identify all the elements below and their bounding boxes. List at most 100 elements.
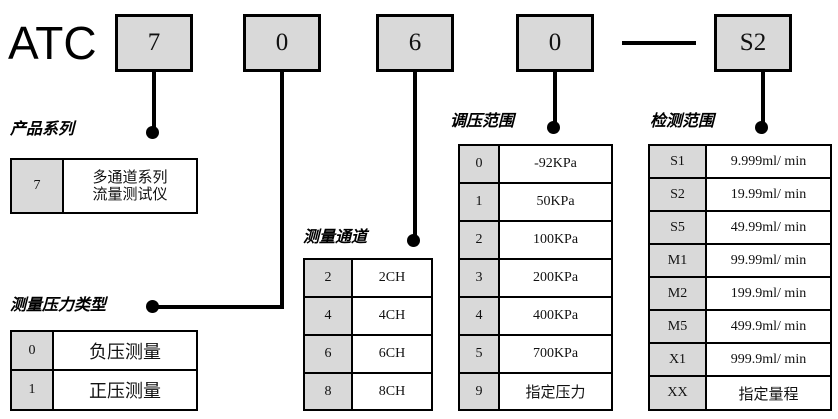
table-row: M1 99.99ml/ min <box>650 245 830 278</box>
caption-pressure-range: 调压范围 <box>450 111 515 130</box>
caption-detection-range: 检测范围 <box>650 111 715 130</box>
row-code: 4 <box>305 298 353 334</box>
legend-table-pressure-type: 0 负压测量 1 正压测量 <box>10 330 198 411</box>
leader-line-pressure-type-vertical <box>280 71 284 309</box>
leader-line-pressure-type-horizontal <box>152 305 284 309</box>
caption-product-series: 产品系列 <box>10 119 75 138</box>
table-row: 3 200KPa <box>460 260 611 298</box>
table-row: 4 400KPa <box>460 298 611 336</box>
row-desc: 700KPa <box>500 336 611 372</box>
row-desc: 200KPa <box>500 260 611 296</box>
row-code: 5 <box>460 336 500 372</box>
code-box-pressure-range[interactable]: 0 <box>516 14 594 72</box>
row-desc: 100KPa <box>500 222 611 258</box>
row-code: 3 <box>460 260 500 296</box>
row-code: 0 <box>12 332 54 369</box>
row-code: 9 <box>460 374 500 409</box>
row-code: M2 <box>650 278 707 309</box>
row-code: 6 <box>305 336 353 372</box>
code-box-series-value: 7 <box>147 29 161 56</box>
row-desc: 19.99ml/ min <box>707 179 830 210</box>
legend-table-product-series: 7 多通道系列 流量测试仪 <box>10 158 198 214</box>
code-box-pressure-type-value: 0 <box>275 29 289 56</box>
row-desc: 负压测量 <box>54 332 196 369</box>
leader-dot-series <box>146 126 159 139</box>
row-desc: 4CH <box>353 298 431 334</box>
row-desc: 99.99ml/ min <box>707 245 830 276</box>
table-row: S5 49.99ml/ min <box>650 212 830 245</box>
code-box-pressure-range-value: 0 <box>548 29 562 56</box>
row-code: S2 <box>650 179 707 210</box>
leader-line-detection-range <box>761 71 765 128</box>
code-box-channel-value: 6 <box>408 29 422 56</box>
legend-table-pressure-range: 0 -92KPa 1 50KPa 2 100KPa 3 200KPa 4 400… <box>458 144 613 411</box>
row-code: 1 <box>460 184 500 220</box>
leader-line-channel <box>413 71 417 241</box>
table-row: 9 指定压力 <box>460 374 611 409</box>
leader-dot-detection-range <box>755 121 768 134</box>
row-desc: 9.999ml/ min <box>707 146 830 177</box>
leader-dot-pressure-type <box>146 300 159 313</box>
row-code: S5 <box>650 212 707 243</box>
code-box-detection-range-value: S2 <box>739 29 767 56</box>
row-code: 0 <box>460 146 500 182</box>
code-box-series[interactable]: 7 <box>115 14 193 72</box>
table-row: 1 50KPa <box>460 184 611 222</box>
row-code: 2 <box>460 222 500 258</box>
table-row: 0 -92KPa <box>460 146 611 184</box>
leader-dot-channel <box>407 234 420 247</box>
table-row: X1 999.9ml/ min <box>650 344 830 377</box>
row-code: M5 <box>650 311 707 342</box>
leader-line-series <box>152 71 156 133</box>
row-desc: 8CH <box>353 374 431 409</box>
table-row: S1 9.999ml/ min <box>650 146 830 179</box>
row-code: S1 <box>650 146 707 177</box>
legend-table-detection-range: S1 9.999ml/ min S2 19.99ml/ min S5 49.99… <box>648 144 832 411</box>
leader-dot-pressure-range <box>547 121 560 134</box>
row-desc: -92KPa <box>500 146 611 182</box>
row-code: 7 <box>12 160 64 212</box>
row-desc: 199.9ml/ min <box>707 278 830 309</box>
table-row: XX 指定量程 <box>650 377 830 409</box>
row-desc: 400KPa <box>500 298 611 334</box>
code-box-detection-range[interactable]: S2 <box>714 14 792 72</box>
code-box-pressure-type[interactable]: 0 <box>243 14 321 72</box>
row-code: XX <box>650 377 707 409</box>
brand-label: ATC <box>8 17 97 69</box>
table-row: 1 正压测量 <box>12 371 196 409</box>
row-code: 8 <box>305 374 353 409</box>
table-row: M5 499.9ml/ min <box>650 311 830 344</box>
row-desc: 2CH <box>353 260 431 296</box>
table-row: 2 100KPa <box>460 222 611 260</box>
row-code: 4 <box>460 298 500 334</box>
row-desc: 50KPa <box>500 184 611 220</box>
row-desc: 指定量程 <box>707 377 830 409</box>
row-desc: 499.9ml/ min <box>707 311 830 342</box>
row-desc: 正压测量 <box>54 371 196 409</box>
table-row: 2 2CH <box>305 260 431 298</box>
table-row: 6 6CH <box>305 336 431 374</box>
caption-measure-channel: 测量通道 <box>303 227 368 246</box>
row-code: 2 <box>305 260 353 296</box>
row-desc: 指定压力 <box>500 374 611 409</box>
leader-line-pressure-range <box>553 71 557 128</box>
row-desc: 999.9ml/ min <box>707 344 830 375</box>
row-desc: 多通道系列 流量测试仪 <box>64 160 196 212</box>
caption-pressure-type: 测量压力类型 <box>10 295 107 314</box>
table-row: M2 199.9ml/ min <box>650 278 830 311</box>
row-desc-line1: 多通道系列 <box>92 168 168 186</box>
code-box-channel[interactable]: 6 <box>376 14 454 72</box>
row-code: M1 <box>650 245 707 276</box>
row-code: X1 <box>650 344 707 375</box>
row-desc: 6CH <box>353 336 431 372</box>
table-row: 7 多通道系列 流量测试仪 <box>12 160 196 212</box>
table-row: 0 负压测量 <box>12 332 196 371</box>
legend-table-measure-channel: 2 2CH 4 4CH 6 6CH 8 8CH <box>303 258 433 411</box>
table-row: 4 4CH <box>305 298 431 336</box>
table-row: S2 19.99ml/ min <box>650 179 830 212</box>
model-separator-dash <box>622 41 696 45</box>
table-row: 8 8CH <box>305 374 431 409</box>
row-code: 1 <box>12 371 54 409</box>
row-desc: 49.99ml/ min <box>707 212 830 243</box>
